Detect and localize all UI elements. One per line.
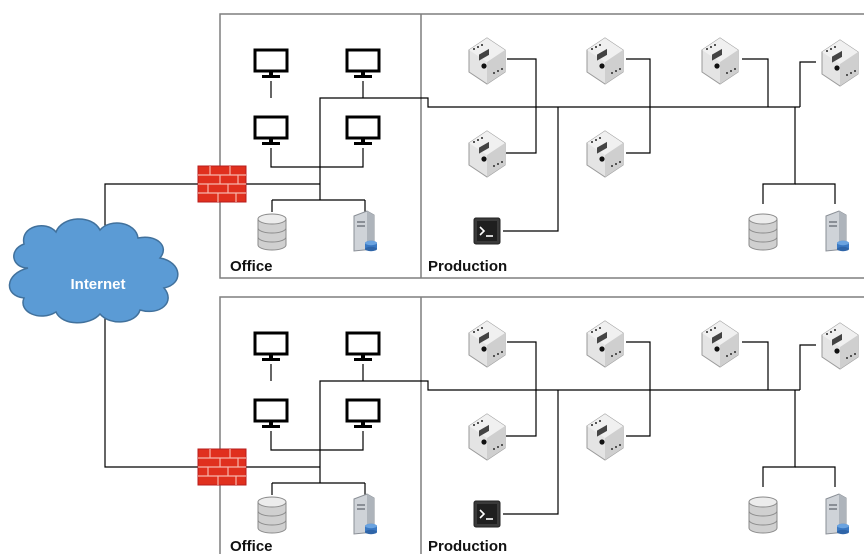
- production-zone-label: Production: [428, 538, 507, 554]
- site-2-boundary: [219, 296, 864, 554]
- site-2-production-zone: Production: [428, 320, 859, 554]
- monitor-icon: [253, 331, 289, 363]
- database-icon: [748, 496, 778, 534]
- site-2: Office Production: [219, 296, 864, 554]
- plc-controller-icon: [586, 320, 624, 368]
- internet-cloud: Internet: [8, 218, 179, 324]
- monitor-icon: [253, 398, 289, 430]
- database-icon: [748, 213, 778, 251]
- plc-controller-icon: [586, 130, 624, 178]
- plc-controller-icon: [821, 322, 859, 370]
- monitor-icon: [345, 331, 381, 363]
- site-2-wiring: [244, 341, 836, 515]
- site-1-production-zone: Production: [428, 37, 859, 275]
- database-icon: [257, 213, 287, 251]
- office-zone-label: Office: [230, 538, 273, 554]
- server-icon: [353, 210, 378, 252]
- site-1-wiring: [244, 58, 836, 232]
- site-1: Office Production: [219, 13, 864, 279]
- internet-to-firewall-2-link: [104, 318, 222, 468]
- internet-label: Internet: [70, 276, 125, 293]
- plc-controller-icon: [468, 130, 506, 178]
- cloud-icon: [8, 218, 179, 324]
- terminal-icon: [473, 217, 501, 245]
- firewall-icon: [197, 448, 247, 486]
- site-1-boundary: [219, 13, 864, 279]
- monitor-icon: [253, 115, 289, 147]
- plc-controller-icon: [468, 320, 506, 368]
- plc-controller-icon: [468, 413, 506, 461]
- monitor-icon: [345, 398, 381, 430]
- monitor-icon: [345, 115, 381, 147]
- monitor-icon: [253, 48, 289, 80]
- database-icon: [257, 496, 287, 534]
- site-1-office-zone: Office: [230, 48, 381, 275]
- plc-controller-icon: [586, 37, 624, 85]
- production-zone-label: Production: [428, 258, 507, 275]
- terminal-icon: [473, 500, 501, 528]
- server-icon: [825, 493, 850, 535]
- plc-controller-icon: [468, 37, 506, 85]
- server-icon: [825, 210, 850, 252]
- plc-controller-icon: [821, 39, 859, 87]
- plc-controller-icon: [701, 37, 739, 85]
- plc-controller-icon: [701, 320, 739, 368]
- plc-controller-icon: [586, 413, 624, 461]
- firewall-icon: [197, 165, 247, 203]
- office-zone-label: Office: [230, 258, 273, 275]
- monitor-icon: [345, 48, 381, 80]
- server-icon: [353, 493, 378, 535]
- site-2-office-zone: Office: [230, 331, 381, 554]
